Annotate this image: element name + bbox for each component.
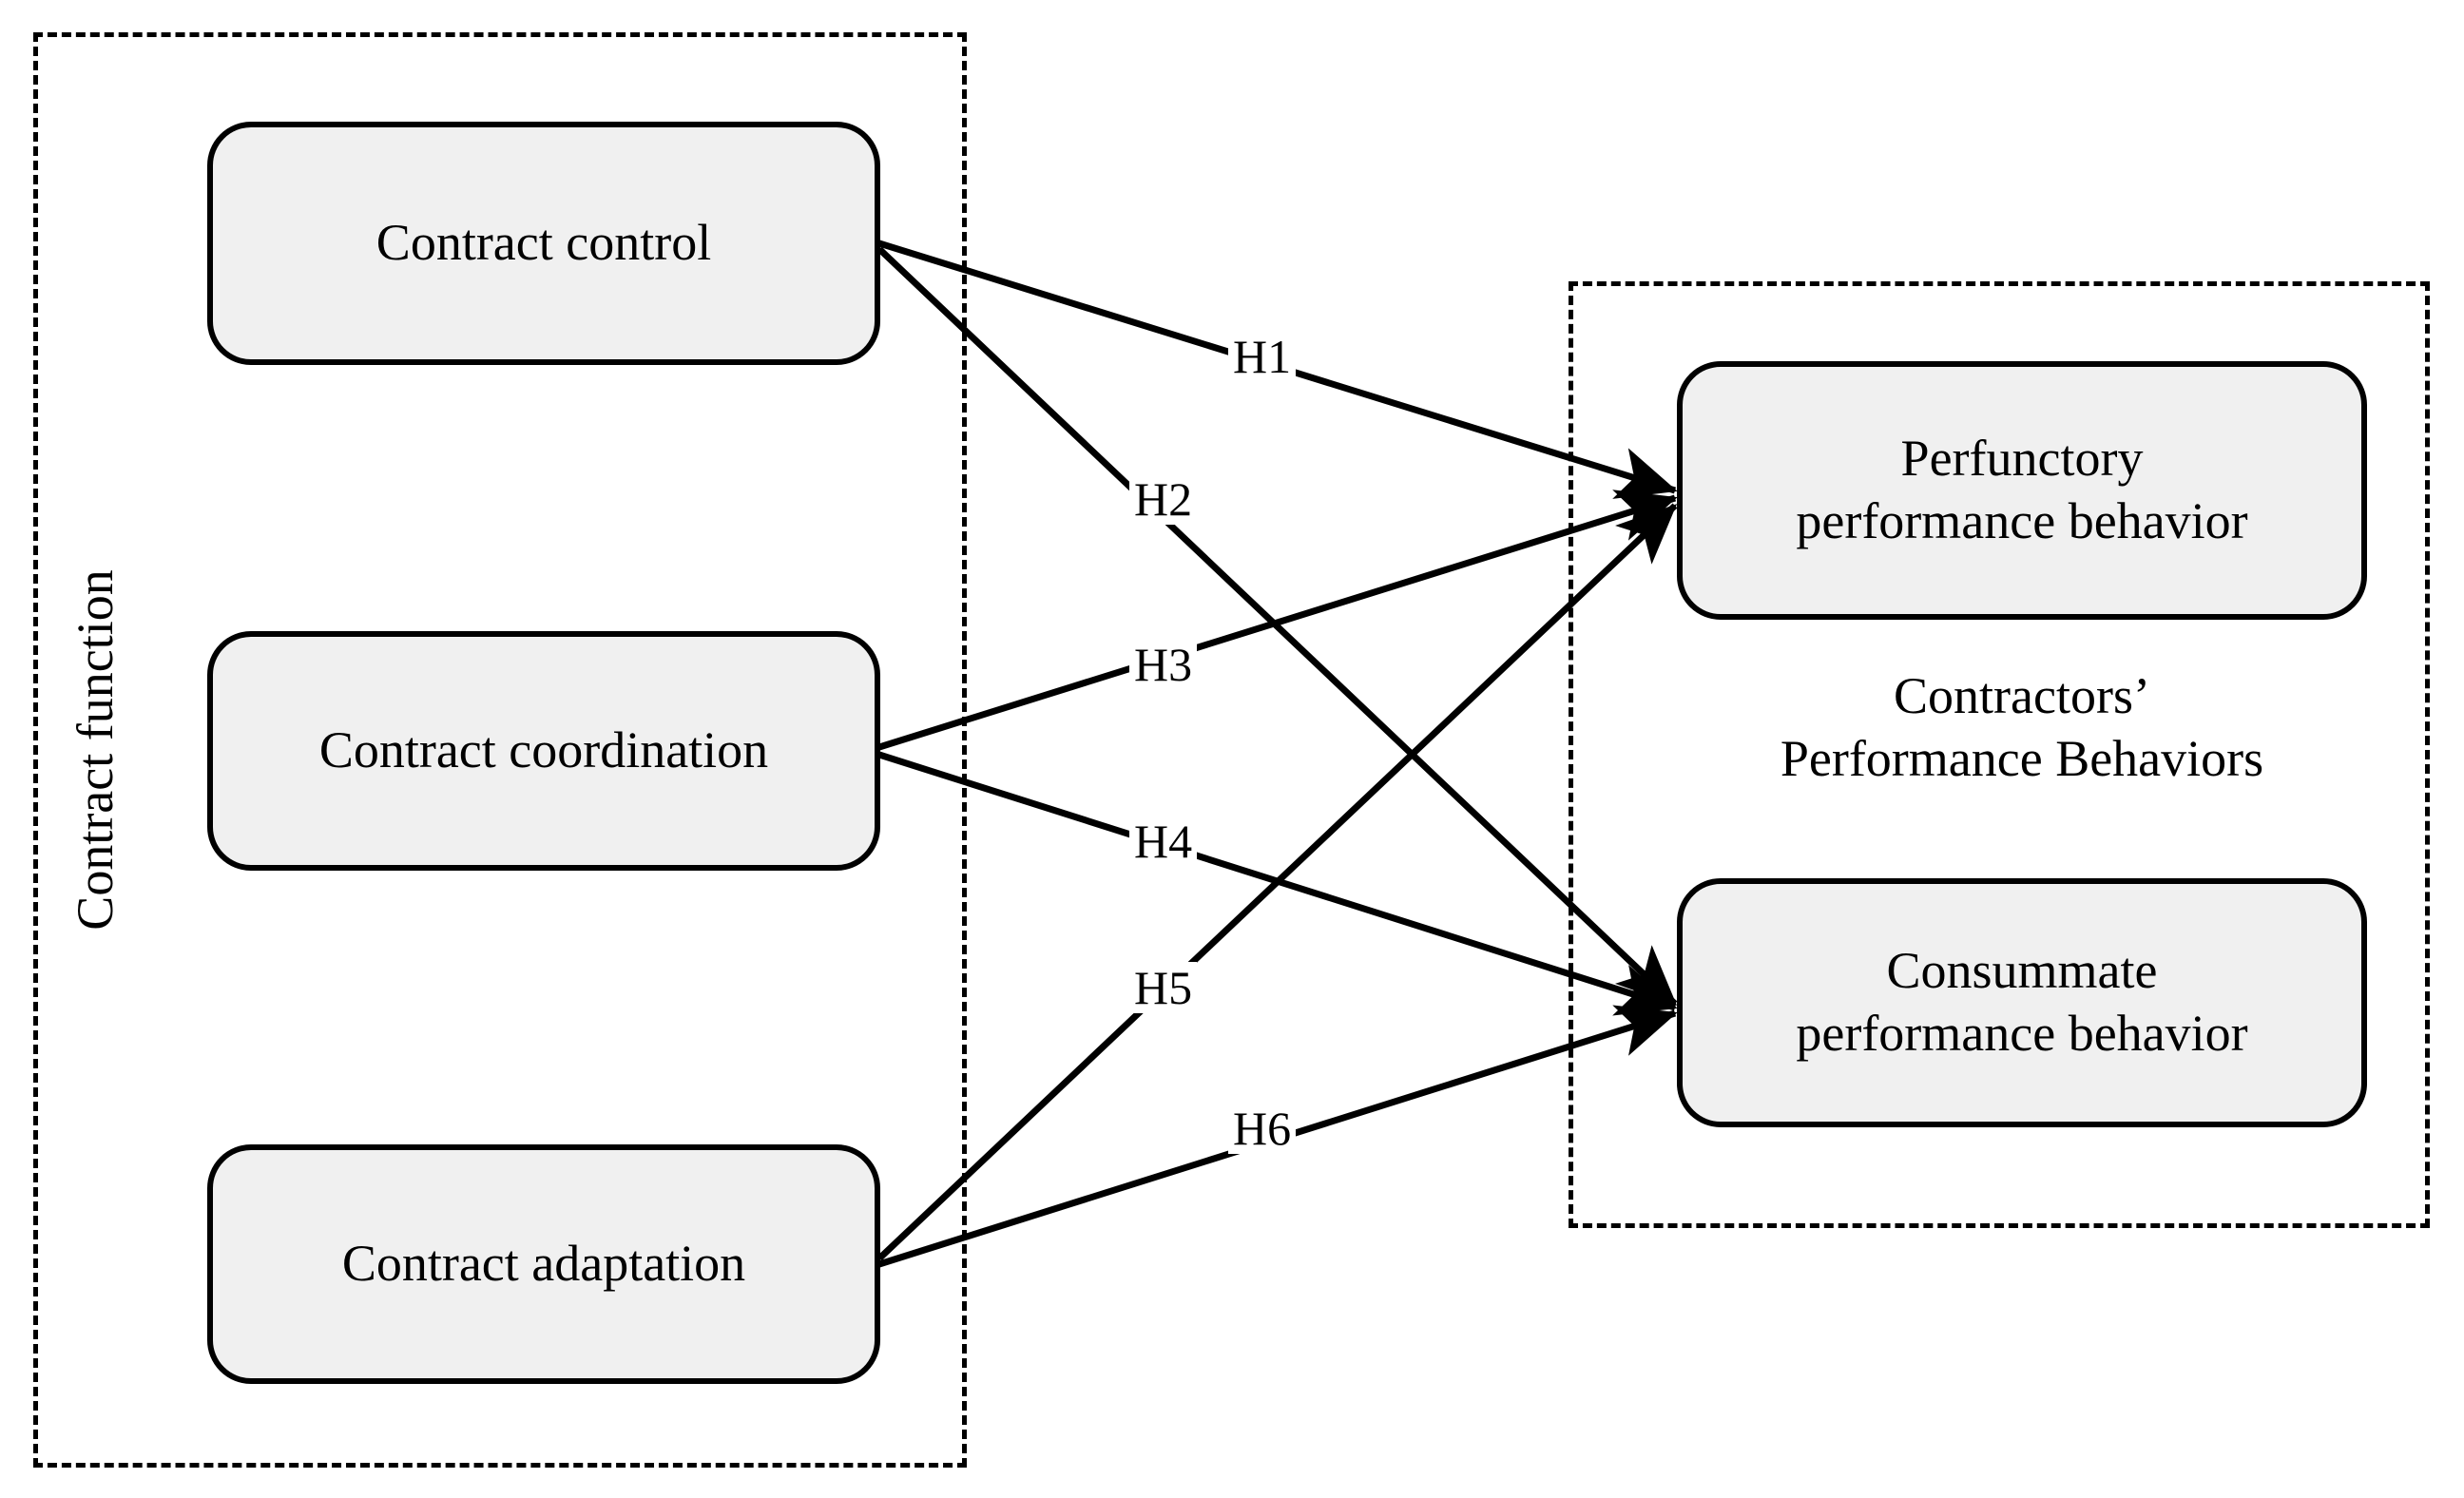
node-contract-adaptation[interactable]: Contract adaptation [207,1144,880,1384]
group-contract-function [33,32,967,1468]
group-contractors-performance-behaviors [1569,281,2430,1228]
node-contract-coordination[interactable]: Contract coordination [207,631,880,871]
node-contract-control-label: Contract control [375,214,712,272]
edge-label-h5: H5 [1129,962,1198,1013]
edge-label-h1: H1 [1228,331,1297,382]
node-consummate-performance-behavior-label: Consummate performance behavior [1796,942,2248,1062]
group-contractors-performance-behaviors-label: Contractors’ Performance Behaviors [1780,667,2264,787]
node-contract-control[interactable]: Contract control [207,122,880,365]
node-contract-adaptation-label: Contract adaptation [341,1235,746,1293]
node-consummate-performance-behavior[interactable]: Consummate performance behavior [1677,878,2367,1127]
node-contract-coordination-label: Contract coordination [318,721,769,779]
node-perfunctory-performance-behavior-label: Perfunctory performance behavior [1796,430,2248,549]
edge-h4 [877,751,1678,1016]
node-perfunctory-performance-behavior[interactable]: Perfunctory performance behavior [1677,361,2367,620]
edge-label-h3: H3 [1129,639,1198,690]
edge-h3 [877,490,1678,751]
edge-label-h6: H6 [1228,1103,1297,1154]
edge-label-h2: H2 [1129,473,1198,525]
group-contract-function-label: Contract function [67,569,124,931]
edge-label-h4: H4 [1129,816,1198,867]
